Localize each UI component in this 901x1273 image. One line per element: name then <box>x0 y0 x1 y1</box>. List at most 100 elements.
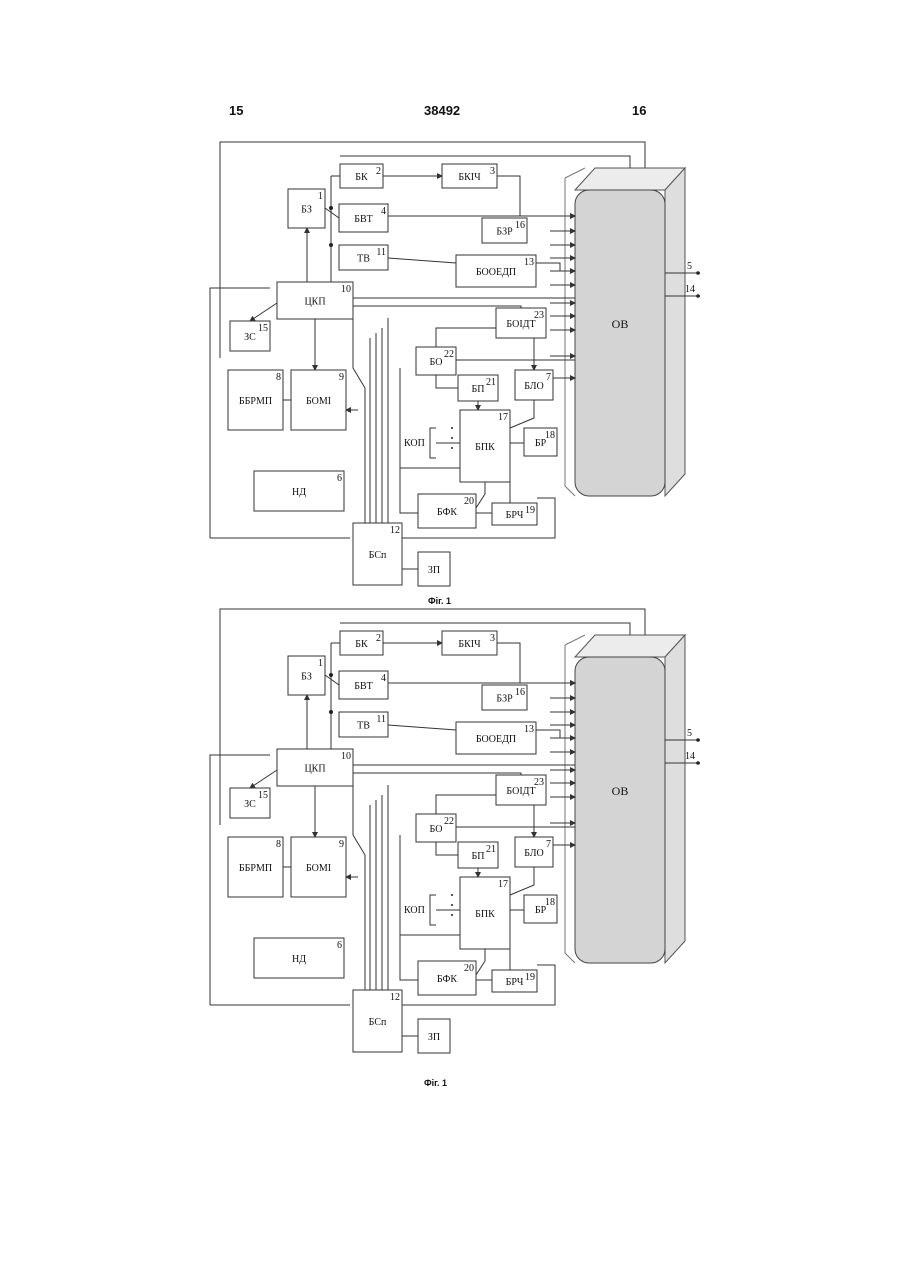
ob-side-face <box>665 168 685 496</box>
block-booedp-number: 13 <box>524 724 534 735</box>
block-tv: ТВ11 <box>339 245 388 270</box>
terminal-14-dot <box>696 761 700 765</box>
block-zs: ЗС15 <box>230 321 270 351</box>
block-bo-label: БО <box>430 357 443 368</box>
block-tv: ТВ11 <box>339 712 388 737</box>
block-tskp-label: ЦКП <box>304 297 325 308</box>
block-bsp-label: БСп <box>369 1017 387 1028</box>
block-br-number: 18 <box>545 897 555 908</box>
bpk-bfk-line <box>476 949 485 975</box>
block-zp-label: ЗП <box>428 1032 440 1043</box>
block-bpk: БПК 17 <box>460 877 510 949</box>
block-bp: БП21 <box>458 842 498 868</box>
block-nd-number: 6 <box>337 940 342 951</box>
block-bo-number: 22 <box>444 349 454 360</box>
block-bfk: БФК20 <box>418 494 476 528</box>
ob-block <box>575 190 665 496</box>
block-bvt-number: 4 <box>381 206 386 217</box>
block-bpk-label: БПК <box>475 909 495 920</box>
block-booedp: БООЕДП13 <box>456 722 536 754</box>
block-bzr-number: 16 <box>515 687 525 698</box>
block-bvt-label: БВТ <box>354 214 372 225</box>
tskp-to-zs-arrow <box>250 770 277 788</box>
block-bk-label: БК <box>355 172 368 183</box>
block-tskp-number: 10 <box>341 284 351 295</box>
terminal-5-label: 5 <box>687 261 692 272</box>
block-diagram: ОВ514БК2БКІЧ3БЗ1БВТ4БЗР16ТВ11БООЕДП13ЦКП… <box>190 138 700 598</box>
block-tv-number: 11 <box>376 714 386 725</box>
block-bbrmp: ББРМП8 <box>228 370 283 430</box>
block-bsp: БСп12 <box>353 990 402 1052</box>
block-bzr-label: БЗР <box>496 227 513 238</box>
block-bp-label: БП <box>472 384 485 395</box>
block-bsp-number: 12 <box>390 525 400 536</box>
terminal-5-label: 5 <box>687 728 692 739</box>
block-zp: ЗП <box>418 1019 450 1053</box>
block-boidt-label: БОІДТ <box>506 319 535 330</box>
bpk-bfk-line <box>476 482 485 508</box>
block-boidt: БОІДТ23 <box>496 308 546 338</box>
block-bk-number: 2 <box>376 166 381 177</box>
junction-dot-0 <box>329 206 333 210</box>
block-bo-number: 22 <box>444 816 454 827</box>
terminal-14-dot <box>696 294 700 298</box>
block-booedp-number: 13 <box>524 257 534 268</box>
ob-side-face <box>665 635 685 963</box>
block-br: БР18 <box>524 895 557 923</box>
kop-dot-1 <box>451 437 453 439</box>
block-tskp: ЦКП10 <box>277 749 353 786</box>
block-bomi-label: БОМІ <box>306 396 331 407</box>
block-nd: НД 6 <box>254 938 344 978</box>
junction-dot-1 <box>329 710 333 714</box>
block-bzr: БЗР16 <box>482 685 527 710</box>
block-brch-label: БРЧ <box>506 510 524 521</box>
block-bp-number: 21 <box>486 377 496 388</box>
block-bk-number: 2 <box>376 633 381 644</box>
block-bk: БК2 <box>340 631 383 655</box>
terminal-14-label: 14 <box>685 284 695 295</box>
block-br: БР18 <box>524 428 557 456</box>
block-blo-label: БЛО <box>524 848 544 859</box>
block-bo: БО22 <box>416 347 456 375</box>
block-diagram: ОВ514БК2БКІЧ3БЗ1БВТ4БЗР16ТВ11БООЕДП13ЦКП… <box>190 605 700 1065</box>
block-booedp: БООЕДП13 <box>456 255 536 287</box>
tskp-bsp-line <box>353 319 365 523</box>
block-bzr-label: БЗР <box>496 694 513 705</box>
block-bz: БЗ1 <box>288 189 325 228</box>
block-bkich-number: 3 <box>490 166 495 177</box>
block-zs-label: ЗС <box>244 799 256 810</box>
figure-1: ОВ514БК2БКІЧ3БЗ1БВТ4БЗР16ТВ11БООЕДП13ЦКП… <box>190 138 700 598</box>
kop-dot-2 <box>451 447 453 449</box>
block-ov-label: ОВ <box>612 784 629 798</box>
block-boidt-number: 23 <box>534 777 544 788</box>
tv-booedp-line <box>388 258 456 263</box>
kop-dot-2 <box>451 914 453 916</box>
kop-bracket <box>430 895 436 925</box>
block-bfk-number: 20 <box>464 496 474 507</box>
block-bp: БП21 <box>458 375 498 401</box>
block-bo: БО22 <box>416 814 456 842</box>
block-nd-label: НД <box>292 954 306 965</box>
block-bsp-label: БСп <box>369 550 387 561</box>
block-blo-number: 7 <box>546 372 551 383</box>
block-bfk-label: БФК <box>437 974 457 985</box>
block-brch-number: 19 <box>525 972 535 983</box>
figure-2-caption: Фіг. 1 <box>424 1078 447 1088</box>
block-zs-label: ЗС <box>244 332 256 343</box>
block-tskp-label: ЦКП <box>304 764 325 775</box>
page-number-left: 15 <box>229 103 243 118</box>
terminal-14-label: 14 <box>685 751 695 762</box>
block-bbrmp: ББРМП8 <box>228 837 283 897</box>
bkich-to-ob-line <box>497 176 575 216</box>
block-bpk-number: 17 <box>498 879 508 890</box>
ob-block <box>575 657 665 963</box>
patent-number: 38492 <box>424 103 460 118</box>
terminal-5-dot <box>696 738 700 742</box>
kop-dot-1 <box>451 904 453 906</box>
block-brch: БРЧ19 <box>492 970 537 992</box>
block-boidt: БОІДТ23 <box>496 775 546 805</box>
block-bz-number: 1 <box>318 658 323 669</box>
block-br-number: 18 <box>545 430 555 441</box>
booedp-out-line <box>536 263 560 271</box>
blo-bpk-line <box>510 867 534 895</box>
